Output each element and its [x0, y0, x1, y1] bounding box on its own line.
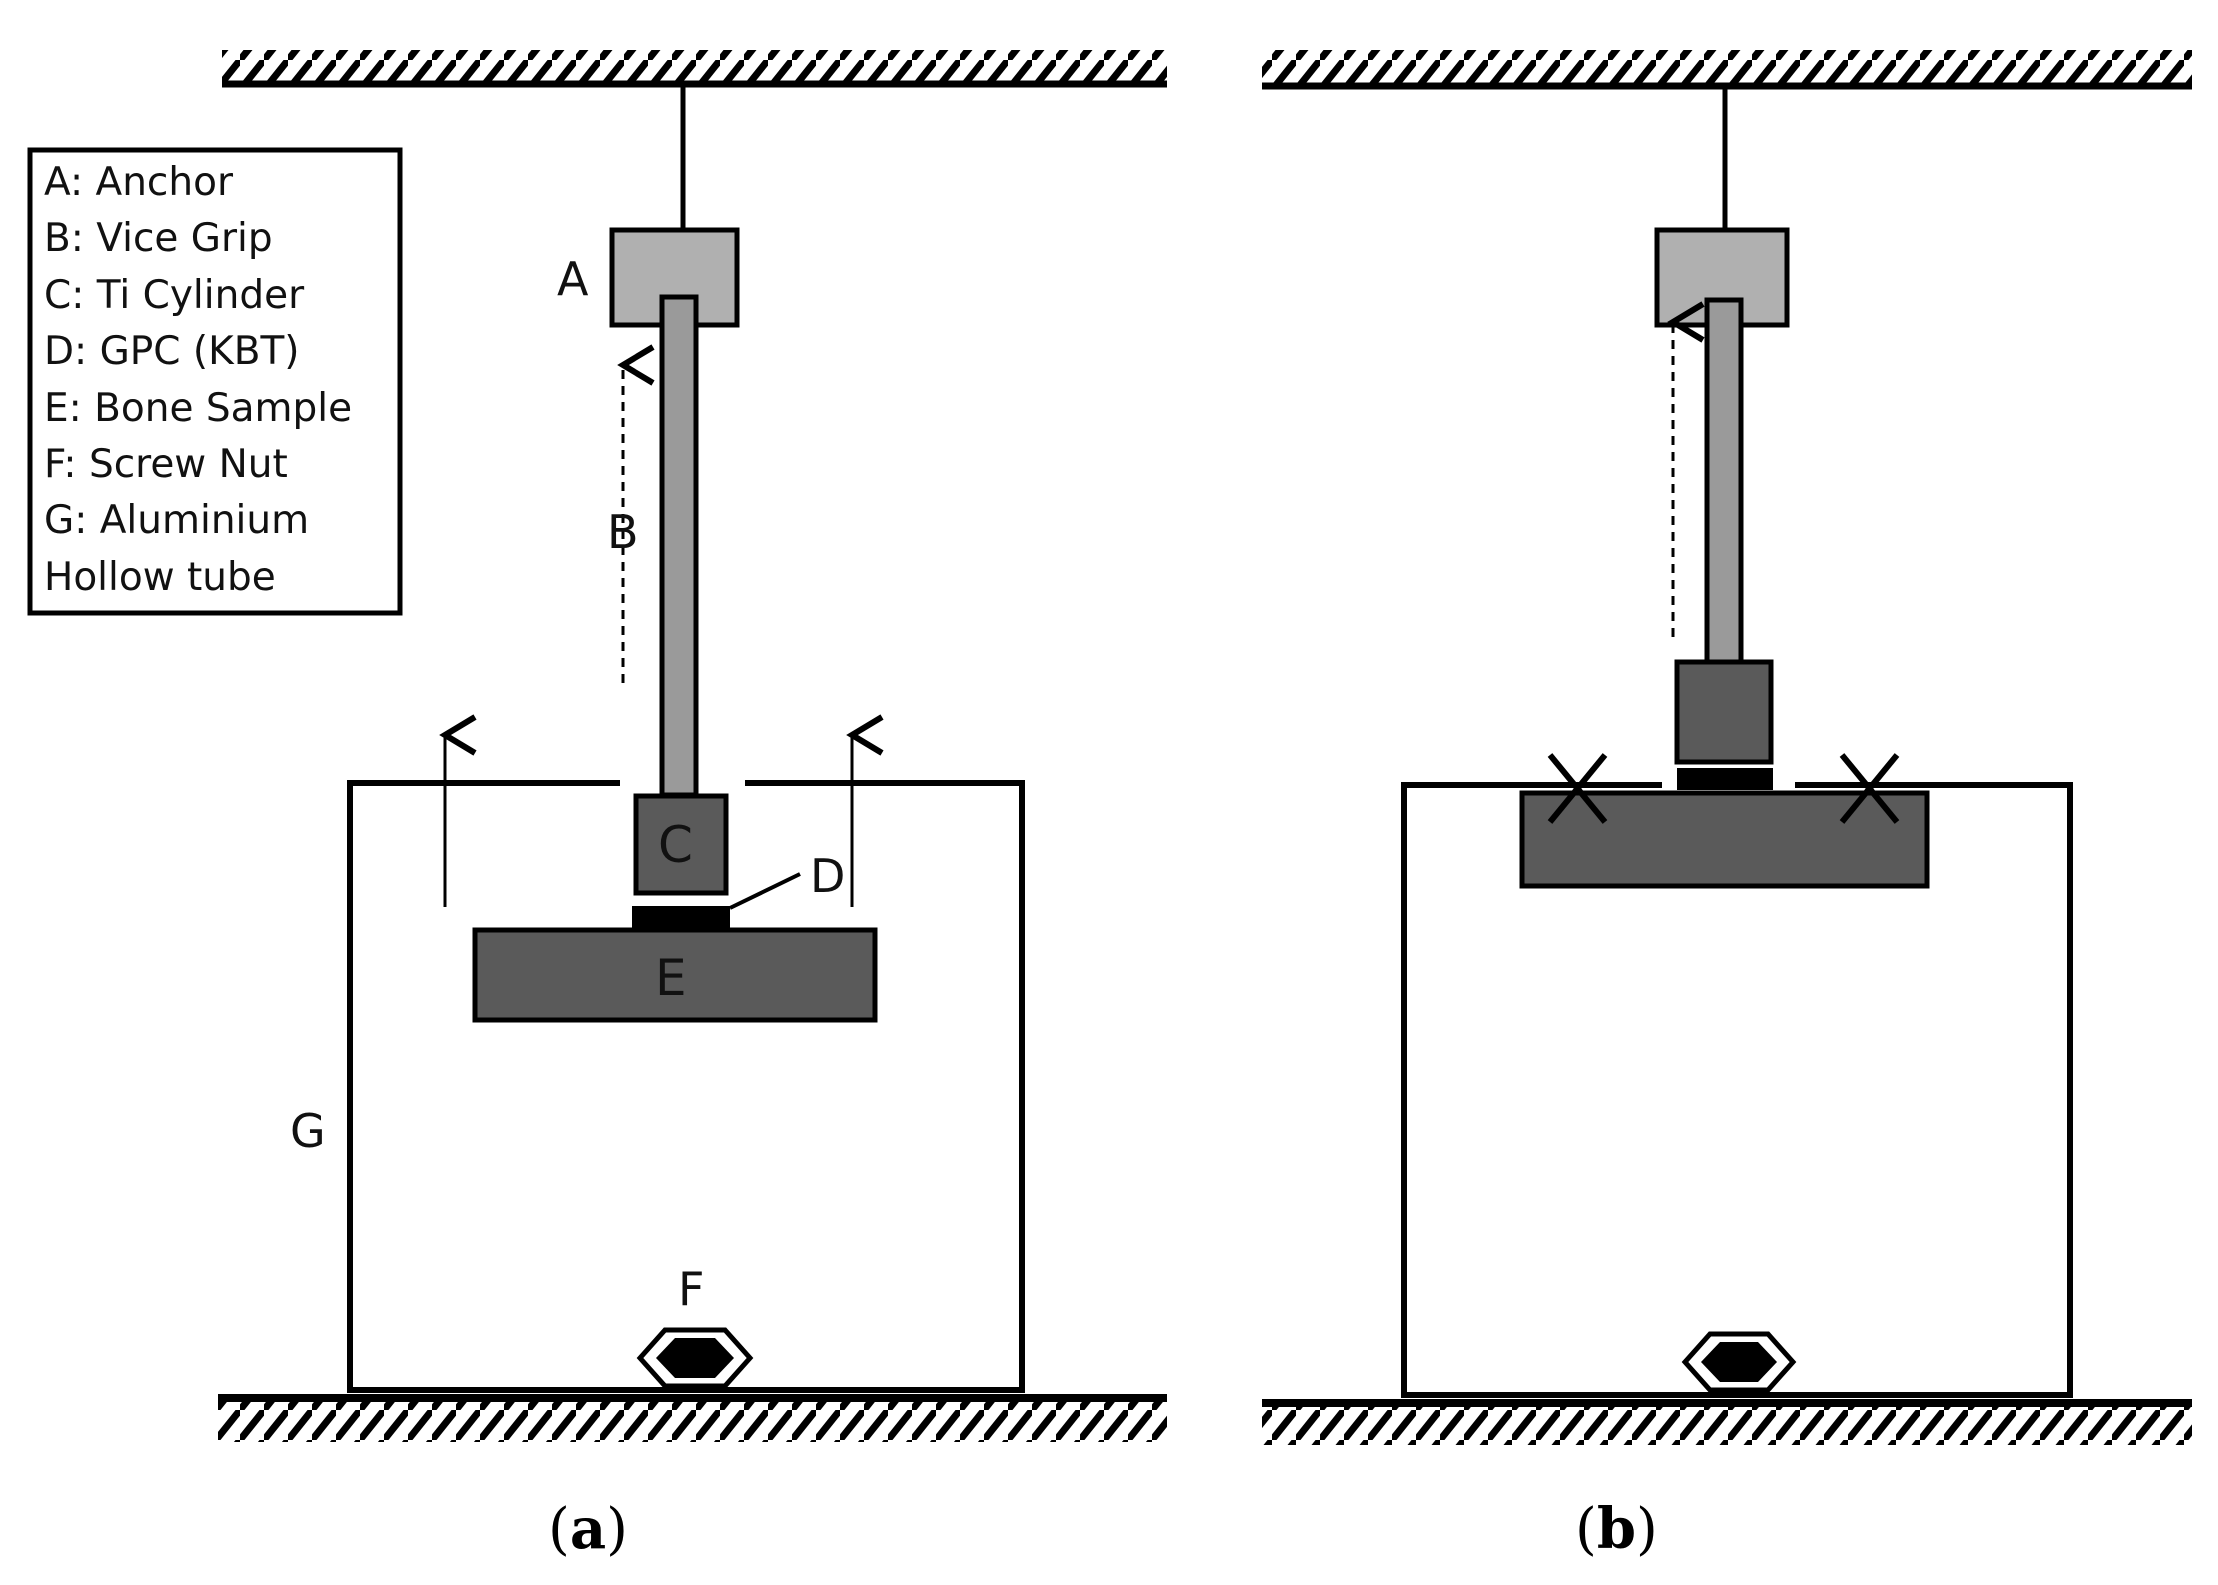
stop-mark-left	[1547, 753, 1608, 824]
panel-a: A B C D E F G A: Anchor B: Vice Grip C: …	[27, 50, 1167, 1562]
vice-grip-rod-a	[659, 294, 699, 798]
label-aluminium-tube: G	[290, 1104, 326, 1158]
caption-b-open: (	[1575, 1497, 1597, 1562]
caption-a: (a)	[548, 1496, 628, 1562]
caption-b-letter: b	[1597, 1496, 1636, 1562]
legend-line: B: Vice Grip	[44, 216, 273, 261]
legend: A: Anchor B: Vice Grip C: Ti Cylinder D:…	[27, 147, 403, 616]
gpc-layer-a	[632, 906, 730, 928]
legend-line: F: Screw Nut	[44, 442, 288, 487]
bone-sample-b	[1519, 790, 1930, 889]
caption-a-letter: a	[570, 1496, 606, 1562]
caption-a-open: (	[548, 1497, 570, 1562]
aluminium-tube-a	[347, 780, 1025, 1393]
label-gpc: D	[810, 849, 845, 903]
vice-grip-rod-b	[1704, 297, 1744, 668]
legend-line: G: Aluminium	[44, 498, 309, 543]
ground-b	[1262, 1399, 2192, 1445]
screw-nut-a	[636, 1327, 754, 1389]
panel-b: (b)	[1262, 50, 2192, 1562]
label-screw-nut: F	[678, 1262, 704, 1316]
caption-b: (b)	[1575, 1496, 1658, 1562]
ceiling-b	[1262, 50, 2192, 90]
label-vice-grip: B	[607, 505, 639, 559]
legend-line: E: Bone Sample	[44, 386, 352, 431]
gpc-leader-line	[729, 872, 801, 910]
screw-nut-b	[1681, 1331, 1797, 1393]
legend-box	[27, 147, 403, 616]
caption-a-close: )	[606, 1497, 628, 1562]
label-anchor: A	[557, 252, 589, 306]
legend-line: D: GPC (KBT)	[44, 329, 300, 374]
ceiling-a	[222, 50, 1167, 88]
stop-mark-right	[1839, 753, 1900, 824]
ti-cylinder-b	[1674, 659, 1774, 765]
legend-line: A: Anchor	[44, 160, 234, 205]
label-ti-cylinder: C	[658, 816, 693, 874]
gpc-layer-b	[1677, 768, 1773, 790]
legend-line: Hollow tube	[44, 555, 276, 600]
caption-b-close: )	[1636, 1497, 1658, 1562]
aluminium-tube-b	[1401, 782, 2073, 1398]
label-bone-sample: E	[655, 949, 687, 1007]
bone-sample-a	[472, 927, 878, 1023]
ti-cylinder-a	[633, 793, 729, 896]
ground-a	[218, 1394, 1167, 1442]
legend-line: C: Ti Cylinder	[44, 273, 305, 318]
